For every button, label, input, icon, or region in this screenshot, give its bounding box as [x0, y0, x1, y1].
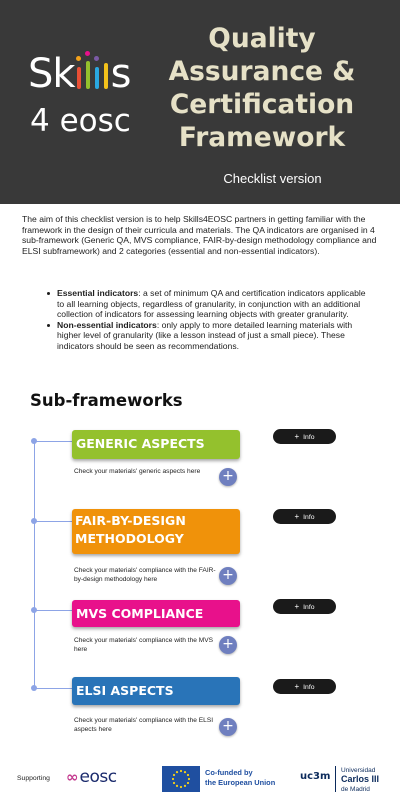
subframeworks-heading: Sub-frameworks — [30, 391, 183, 410]
generic-aspects-description: Check your materials' generic aspects he… — [74, 468, 201, 475]
connector-dot — [31, 607, 37, 613]
supporting-label: Supporting — [17, 775, 50, 782]
plus-icon: + — [294, 432, 300, 441]
logo-divider — [335, 766, 336, 792]
plus-icon: + — [294, 512, 300, 521]
plus-icon: + — [294, 602, 300, 611]
elsi-aspects-info-button[interactable]: +Info — [273, 679, 336, 694]
indicator-list: Essential indicators: a set of minimum Q… — [44, 288, 366, 352]
page-subtitle: Checklist version — [223, 171, 322, 186]
skills4eosc-logo: Sk s 4 eosc — [28, 51, 131, 139]
eosc-logo-text: eosc — [79, 767, 118, 787]
generic-aspects-info-button[interactable]: +Info — [273, 429, 336, 444]
mvs-compliance-description: Check your materials' compliance with th… — [74, 637, 214, 654]
fair-by-design-expand-button[interactable]: + — [219, 567, 237, 585]
eosc-rings-icon: ∞ — [66, 768, 78, 786]
info-label: Info — [303, 684, 315, 691]
connector-dot — [31, 685, 37, 691]
fair-by-design-description: Check your materials' compliance with th… — [74, 567, 216, 584]
indicator-label: Essential indicators — [57, 288, 139, 298]
uni-line-3: de Madrid — [341, 785, 370, 793]
info-label: Info — [303, 604, 315, 611]
connector-dot — [31, 518, 37, 524]
info-label: Info — [303, 514, 315, 521]
footer: Supporting ∞eosc Co-funded by the Europe… — [0, 760, 400, 800]
eu-cofunded-text: Co-funded by the European Union — [205, 768, 275, 788]
indicator-label: Non-essential indicators — [57, 319, 157, 330]
generic-aspects-expand-button[interactable]: + — [219, 468, 237, 486]
connector-branch — [34, 441, 72, 442]
connector-branch — [34, 688, 72, 689]
logo-subtext: 4 eosc — [30, 103, 131, 139]
elsi-aspects-description: Check your materials' compliance with th… — [74, 717, 214, 734]
header-banner: Sk s 4 eosc Quality Assurance & Certific… — [0, 0, 400, 204]
mvs-compliance-card[interactable]: MVS COMPLIANCE — [72, 600, 240, 627]
info-label: Info — [303, 434, 315, 441]
eu-flag-icon — [162, 766, 200, 792]
indicator-non-essential: Non-essential indicators: only apply to … — [44, 320, 366, 352]
university-name: Universidad Carlos III de Madrid — [341, 766, 379, 794]
indicator-text: : only apply to more detailed learning m… — [57, 319, 353, 351]
connector-branch — [34, 610, 72, 611]
generic-aspects-card[interactable]: GENERIC ASPECTS — [72, 430, 240, 459]
uni-line-1: Universidad — [341, 767, 376, 774]
eu-line-2: the European Union — [205, 778, 276, 787]
eu-line-1: Co-funded by — [205, 768, 253, 777]
connector-branch — [34, 521, 72, 522]
page-title: Quality Assurance & Certification Framew… — [168, 23, 356, 153]
fair-by-design-info-button[interactable]: +Info — [273, 509, 336, 524]
elsi-aspects-card[interactable]: ELSI ASPECTS — [72, 677, 240, 705]
uc3m-logo: uc3m — [300, 771, 331, 782]
connector-dot — [31, 438, 37, 444]
indicator-essential: Essential indicators: a set of minimum Q… — [44, 288, 366, 320]
eosc-logo: ∞eosc — [66, 767, 117, 787]
intro-paragraph: The aim of this checklist version is to … — [22, 214, 377, 256]
mvs-compliance-info-button[interactable]: +Info — [273, 599, 336, 614]
elsi-aspects-expand-button[interactable]: + — [219, 718, 237, 736]
mvs-compliance-expand-button[interactable]: + — [219, 636, 237, 654]
fair-by-design-card[interactable]: FAIR-BY-DESIGN METHODOLOGY — [72, 509, 240, 554]
uni-line-2: Carlos III — [341, 774, 380, 784]
indicator-text: : a set of minimum QA and certification … — [57, 288, 366, 320]
plus-icon: + — [294, 682, 300, 691]
connector-line — [34, 441, 35, 688]
